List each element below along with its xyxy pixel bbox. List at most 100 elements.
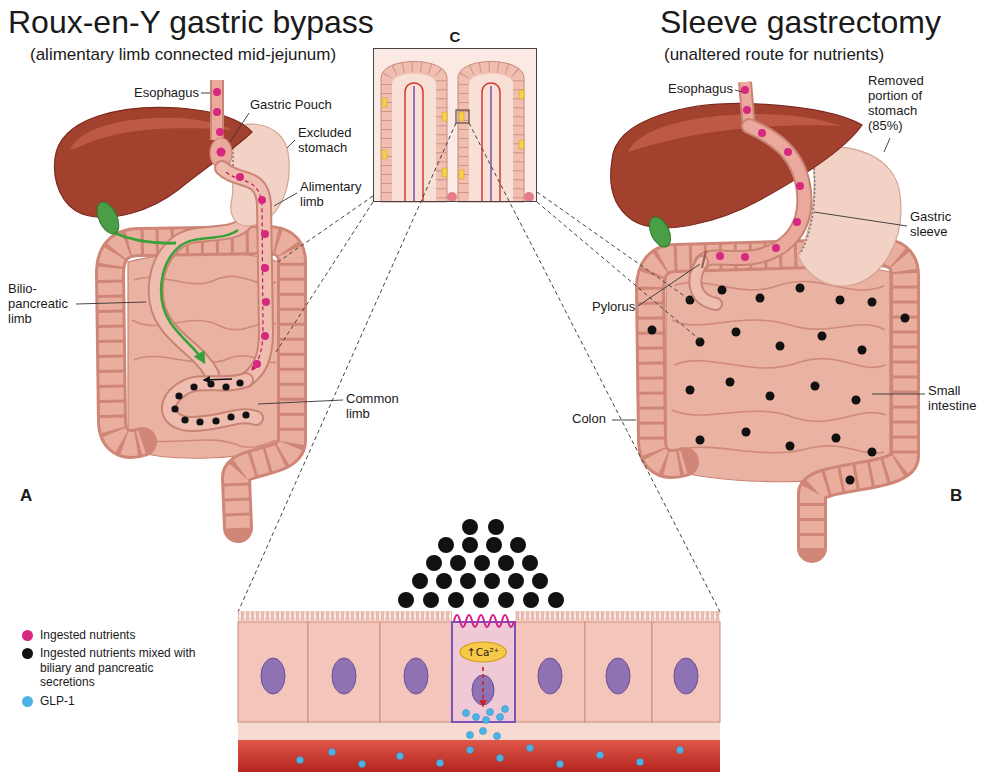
legend: Ingested nutrientsIngested nutrients mix…: [22, 628, 200, 712]
enteroendocrine-cell: [382, 98, 387, 107]
figure-subtitle: (alimentary limb connected mid-jejunum): [30, 45, 336, 65]
glp1-dot: [494, 733, 501, 740]
glp1-dot: [597, 752, 604, 759]
nutrient-pile: [498, 555, 514, 571]
inset-frame: [373, 48, 537, 202]
gastric-sleeve: [695, 126, 804, 304]
part-label: Excluded stomach: [298, 126, 370, 156]
leader-line: [638, 264, 700, 306]
glp1-dot: [527, 745, 534, 752]
intestine-loops: [672, 410, 886, 421]
microvilli: [238, 611, 452, 622]
legend-swatch: [22, 630, 33, 641]
mixed-nutrient-dots: [207, 380, 214, 387]
part-label: Gastric Pouch: [250, 98, 332, 113]
legend-item: Ingested nutrients: [22, 628, 200, 642]
esophagus: [210, 80, 224, 140]
mixed-nutrient-dots: [852, 396, 861, 405]
mixed-nutrient-dots: [227, 413, 234, 420]
cell-nucleus: [538, 658, 562, 694]
part-label: Excluded stomach: [298, 126, 370, 156]
ingested-nutrient-dots: [784, 148, 792, 156]
blood-vessel: [238, 740, 720, 772]
mixed-nutrient-dots: [171, 405, 178, 412]
zoom-line: [276, 202, 373, 352]
glp1-dot: [497, 714, 504, 721]
nutrient-pile: [488, 519, 504, 535]
intestine-loops: [676, 446, 884, 453]
glp1-dot: [480, 728, 487, 735]
leader-line: [884, 138, 890, 152]
mixed-nutrient-dots: [818, 332, 827, 341]
alimentary-limb: [222, 168, 266, 380]
cell-nucleus: [404, 658, 428, 694]
part-label: Colon: [572, 412, 606, 427]
biliopancreatic-limb: [161, 230, 238, 362]
glp1-dot: [502, 706, 509, 713]
ingested-nutrient-dots: [262, 298, 270, 306]
zoom-line: [537, 192, 690, 300]
zoom-line: [537, 202, 700, 340]
nutrient-pile: [460, 573, 476, 589]
villus-inset: [490, 86, 492, 202]
glp1-dot: [463, 710, 470, 717]
part-label: Common limb: [346, 392, 412, 422]
intestine-loops: [674, 359, 886, 368]
nutrient-pile: [498, 592, 514, 608]
leader-line: [76, 90, 925, 420]
ingested-nutrient-dots: [743, 106, 751, 114]
part-label: Small intestine: [928, 384, 992, 414]
villus-inset: [469, 74, 513, 203]
mixed-nutrient-dots: [868, 448, 877, 457]
cell-nucleus: [332, 658, 356, 694]
mixed-nutrient-dots: [786, 442, 795, 451]
nutrient-pile: [438, 537, 454, 553]
colon: [650, 252, 905, 548]
ingested-nutrient-dots: [772, 244, 780, 252]
ingested-nutrient-dots: [213, 108, 221, 116]
nutrient-pile: [532, 573, 548, 589]
biliopancreatic-limb: [156, 222, 246, 374]
part-label: Small intestine: [928, 384, 992, 414]
legend-text: Ingested nutrients mixed with biliary an…: [40, 646, 200, 689]
biliopancreatic-limb: [112, 232, 176, 243]
part-label: Bilio-pancreatic limb: [8, 282, 82, 327]
intestine-loops: [672, 320, 885, 330]
legend-swatch: [22, 696, 33, 707]
cell-nucleus: [674, 658, 698, 694]
figure-title: Sleeve gastrectomy: [660, 4, 941, 41]
enteroendocrine-cell: [382, 90, 524, 179]
gastric-sleeve: [695, 262, 716, 304]
zoom-line: [469, 123, 720, 612]
mixed-nutrient-dots: [742, 428, 751, 437]
mixed-nutrient-dots: [222, 383, 229, 390]
nutrient-pile: [548, 592, 564, 608]
mixed-nutrient-dots: [901, 314, 910, 323]
ion-label: ↑Ca²⁺: [459, 641, 507, 663]
panel-letter: A: [20, 486, 32, 506]
glp1-dot: [483, 717, 490, 724]
ingested-nutrient-dots: [741, 86, 749, 94]
colon: [650, 252, 905, 548]
gallbladder: [645, 214, 675, 251]
villus-inset: [482, 83, 500, 202]
nutrient-pile: [436, 573, 452, 589]
glp1-dot: [473, 714, 480, 721]
enteroendocrine-cell: [442, 112, 447, 121]
mixed-nutrient-dots: [686, 386, 695, 395]
gastric-sleeve: [695, 262, 716, 304]
inset-panel: C: [373, 28, 537, 202]
ingested-nutrient-dots: [716, 252, 724, 260]
leader-line: [201, 93, 210, 94]
glp1-dot: [297, 706, 684, 768]
mixed-nutrient-dots: [836, 296, 845, 305]
part-label: Alimentary limb: [300, 180, 376, 210]
mixed-nutrient-dots: [171, 379, 249, 425]
part-label: Gastric sleeve: [910, 210, 972, 240]
crypt-cell: [447, 192, 457, 202]
nutrient-pile: [462, 519, 478, 535]
microvilli: [515, 611, 720, 622]
intestine-loops: [132, 320, 276, 330]
leader-line: [814, 212, 907, 226]
ingested-nutrient-dots: [796, 182, 804, 190]
